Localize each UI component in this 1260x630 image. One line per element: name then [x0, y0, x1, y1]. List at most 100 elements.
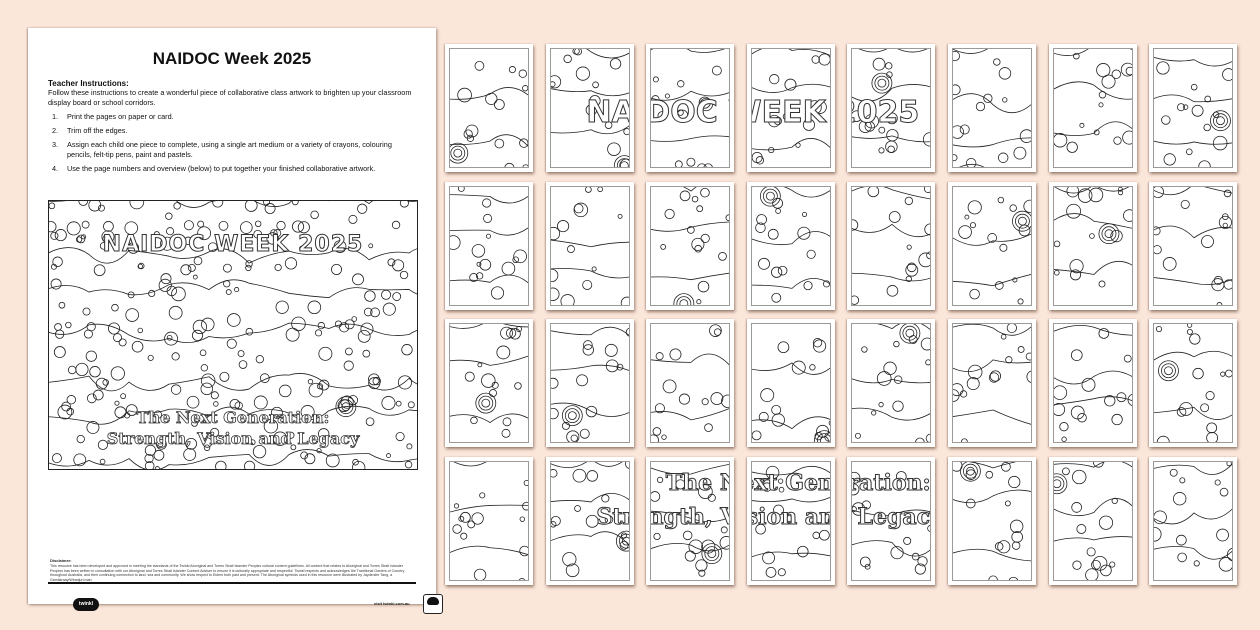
- puzzle-tile-r1-c4: NAIDOC WEEK 2025: [747, 44, 835, 172]
- puzzle-tile-r3-c3: [646, 319, 734, 447]
- tile-artwork: [650, 186, 730, 306]
- tile-pattern: [1054, 462, 1132, 580]
- tile-artwork: [751, 186, 831, 306]
- tile-text-fragment: Strength, Vision and Legacy: [596, 504, 629, 531]
- tile-pattern: [953, 462, 1031, 580]
- instruction-steps: 1.Print the pages on paper or card. 2.Tr…: [52, 112, 412, 178]
- tile-artwork: [550, 323, 630, 443]
- tile-pattern: [1054, 187, 1132, 288]
- tile-artwork: [1053, 186, 1133, 306]
- puzzle-tile-r2-c5: [847, 182, 935, 310]
- tile-text-fragment: The Next Generation:: [665, 470, 729, 497]
- tile-text-fragment: NAIDOC WEEK 2025: [752, 95, 830, 131]
- tile-artwork: The Next Generation: Strength, Vision and…: [650, 461, 730, 581]
- puzzle-tile-r4-c8: The Next Generation:Strength, Vision and…: [1149, 457, 1237, 585]
- puzzle-tile-r4-c7: The Next Generation:Strength, Vision and…: [1049, 457, 1137, 585]
- tile-pattern: [1154, 187, 1232, 305]
- puzzle-tile-r3-c2: [546, 319, 634, 447]
- puzzle-tile-r3-c4: [747, 319, 835, 447]
- artwork-pattern: [49, 201, 417, 469]
- puzzle-tile-r2-c4: [747, 182, 835, 310]
- tile-text-fragment: Strength, Vision and Legacy: [752, 504, 830, 531]
- tile-pattern: [752, 338, 830, 442]
- puzzle-tile-r4-c5: The Next Generation: Strength, Vision and…: [847, 457, 935, 585]
- puzzle-tile-r2-c3: [646, 182, 734, 310]
- puzzle-tile-r4-c1: The Next Generation:Strength, Vision and…: [445, 457, 533, 585]
- tile-artwork: NAIDOC WEEK 2025: [751, 48, 831, 168]
- visit-link[interactable]: visit twinkl.com.au: [374, 601, 410, 606]
- artwork-subtitle-line1: The Next Generation:: [136, 408, 330, 428]
- puzzle-tile-r2-c1: [445, 182, 533, 310]
- footer-divider: [48, 582, 416, 584]
- artwork-title: NAIDOC WEEK 2025: [102, 232, 364, 258]
- tile-artwork: [851, 323, 931, 443]
- tile-pattern: [953, 49, 1031, 167]
- tile-pattern: [752, 187, 830, 303]
- tile-text-fragment: Strength, Vision and Legacy: [852, 504, 931, 531]
- tile-artwork: [449, 186, 529, 306]
- puzzle-tile-r2-c8: [1149, 182, 1237, 310]
- tile-text-fragment: The Next Generation:: [752, 470, 830, 497]
- step-item: 3.Assign each child one piece to complet…: [52, 140, 412, 158]
- tile-pattern: [651, 187, 729, 305]
- quality-badge-icon: [423, 594, 443, 614]
- puzzle-tile-r1-c6: NAIDOC WEEK 2025: [948, 44, 1036, 172]
- tile-pattern: [1154, 462, 1232, 572]
- puzzle-tile-r3-c8: [1149, 319, 1237, 447]
- tile-artwork: NAIDOC WEEK 2025: [1053, 48, 1133, 168]
- tile-artwork: NAIDOC WEEK 2025: [851, 48, 931, 168]
- tile-artwork: NAIDOC WEEK 2025: [952, 48, 1032, 168]
- tile-artwork: [751, 323, 831, 443]
- step-number: 4.: [52, 163, 59, 173]
- puzzle-tile-r4-c3: The Next Generation: Strength, Vision and…: [646, 457, 734, 585]
- tile-pattern: [551, 326, 629, 442]
- tile-pattern: [651, 49, 729, 167]
- puzzle-tile-r4-c2: The Next Generation:Strength, Vision and…: [546, 457, 634, 585]
- puzzle-tile-r1-c8: NAIDOC WEEK 2025: [1149, 44, 1237, 172]
- puzzle-tile-r3-c7: [1049, 319, 1137, 447]
- tile-text-fragment: Strength, Vision and Legacy: [650, 504, 729, 531]
- disclaimer-text: This resource has been developed and app…: [50, 564, 405, 582]
- tile-artwork: The Next Generation:Strength, Vision and…: [1053, 461, 1133, 581]
- puzzle-tile-r3-c1: [445, 319, 533, 447]
- tile-pattern: [852, 324, 930, 442]
- step-item: 4. Use the page numbers and overview (bel…: [52, 164, 412, 173]
- puzzle-tile-r1-c7: NAIDOC WEEK 2025: [1049, 44, 1137, 172]
- tile-artwork: The Next Generation: Strength, Vision and…: [751, 461, 831, 581]
- instruction-document: NAIDOC Week 2025 Teacher Instructions: F…: [28, 28, 443, 614]
- step-text: Trim off the edges.: [67, 126, 128, 136]
- tile-pattern: [450, 61, 528, 167]
- tile-artwork: [952, 323, 1032, 443]
- tile-pattern: [651, 463, 729, 577]
- puzzle-tile-r1-c1: NAIDOC WEEK 2025: [445, 44, 533, 172]
- tile-pattern: [551, 49, 629, 167]
- puzzle-tile-r1-c5: NAIDOC WEEK 2025: [847, 44, 935, 172]
- puzzle-tile-r3-c6: [948, 319, 1036, 447]
- step-number: 2.: [52, 126, 59, 136]
- puzzle-tile-r2-c6: [948, 182, 1036, 310]
- tile-artwork: [952, 186, 1032, 306]
- puzzle-tile-r4-c6: The Next Generation:Strength, Vision and…: [948, 457, 1036, 585]
- puzzle-tile-r3-c5: [847, 319, 935, 447]
- tile-pattern: [852, 49, 930, 154]
- step-text: Use the page numbers and overview (below…: [67, 163, 376, 173]
- tile-artwork: [449, 323, 529, 443]
- tile-pattern: [1154, 324, 1232, 442]
- tile-pattern: [953, 324, 1031, 442]
- step-number: 1.: [52, 112, 59, 121]
- tile-artwork: The Next Generation:Strength, Vision and…: [550, 461, 630, 581]
- tile-artwork: NAIDOC WEEK 2025: [449, 48, 529, 168]
- tile-text-fragment: NAIDOC WEEK 2025: [852, 95, 920, 131]
- tile-pattern: [450, 324, 528, 438]
- tile-artwork: The Next Generation:Strength, Vision and…: [952, 461, 1032, 581]
- tile-artwork: [550, 186, 630, 306]
- tile-text-fragment: The Next Generation:: [852, 470, 931, 497]
- tile-pattern: [1154, 57, 1232, 167]
- tile-pattern: [551, 462, 629, 578]
- tile-artwork: [650, 323, 730, 443]
- instructions-heading: Teacher Instructions:: [48, 79, 129, 88]
- step-text: Assign each child one piece to complete,…: [67, 140, 392, 159]
- tile-artwork: [1053, 323, 1133, 443]
- tile-pattern: [651, 324, 729, 442]
- disclaimer-heading: Disclaimer:: [50, 558, 72, 563]
